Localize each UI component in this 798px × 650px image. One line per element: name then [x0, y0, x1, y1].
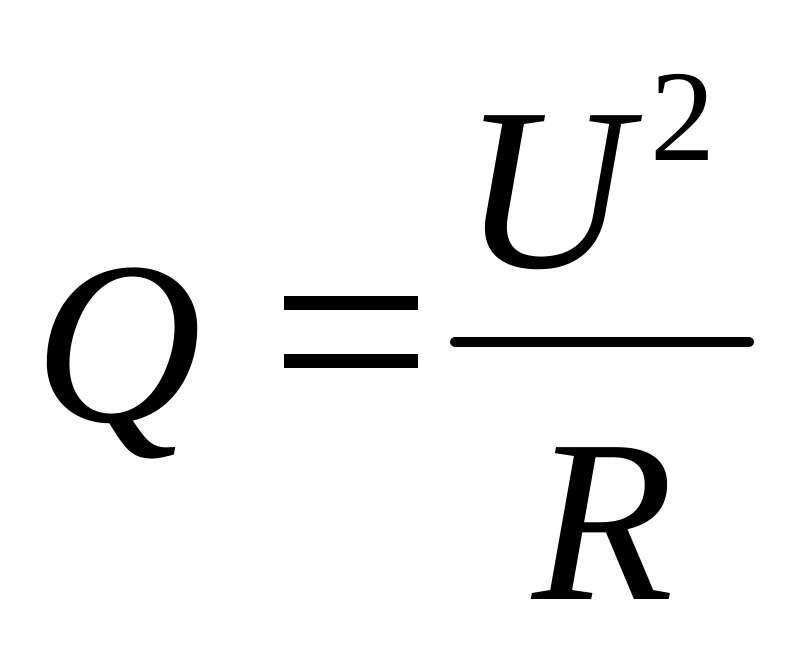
- lhs-variable: Q: [34, 215, 202, 472]
- numerator-exponent: 2: [650, 45, 715, 189]
- numerator-base: U: [462, 61, 630, 318]
- equals-bar-top: [284, 296, 418, 310]
- fraction-bar: [450, 337, 754, 347]
- denominator: R: [532, 393, 674, 650]
- formula: Q U 2 R: [34, 45, 754, 638]
- equals-bar-bottom: [284, 354, 418, 368]
